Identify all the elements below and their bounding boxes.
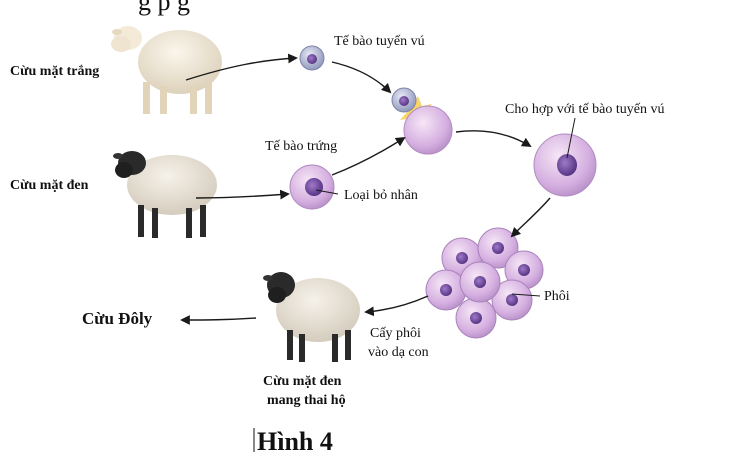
white-faced-sheep: [111, 26, 222, 114]
implant-label-line1: Cấy phôi: [370, 326, 421, 341]
enucleate-label: Loại bỏ nhân: [344, 188, 418, 203]
arrow-fused-to-embryo: [510, 197, 551, 238]
fused-cell: [533, 133, 597, 197]
mammary-cell-label: Tế bào tuyến vú: [334, 34, 425, 49]
arrow-embryo-to-surrogate: [364, 295, 429, 317]
enucleate-pointer: [315, 189, 339, 195]
surrogate-label-line1: Cừu mặt đen: [263, 374, 342, 389]
arrow-fusion-to-fused: [455, 130, 532, 148]
mammary-cell: [299, 45, 325, 71]
header-fragment: g p g: [138, 0, 190, 16]
white-sheep-label: Cừu mặt trắng: [10, 64, 99, 79]
figure-caption: Hình 4: [257, 427, 333, 456]
arrow-surrogate-to-dolly: [180, 315, 257, 325]
embryo-pointer: [511, 293, 541, 297]
dolly-label: Cừu Đôly: [82, 309, 153, 328]
arrows: [180, 53, 551, 325]
arrow-egg-to-fusion: [331, 136, 406, 176]
fusion-cells: [391, 87, 453, 155]
egg-cell: [289, 164, 335, 210]
egg-cell-label: Tế bào trứng: [265, 139, 337, 154]
black-sheep-label: Cừu mặt đen: [10, 178, 89, 193]
black-faced-sheep: [113, 151, 217, 238]
implant-label-line2: vào dạ con: [368, 345, 429, 360]
arrow-white-sheep-to-mammary: [185, 53, 298, 81]
arrow-mammary-to-fusion: [331, 61, 392, 94]
surrogate-label-line2: mang thai hộ: [267, 393, 346, 408]
surrogate-sheep: [263, 272, 360, 362]
arrow-black-sheep-to-egg: [195, 189, 290, 200]
fusion-pointer: [566, 117, 576, 159]
fusion-label: Cho hợp với tế bào tuyến vú: [505, 102, 664, 117]
embryo-cluster: [425, 227, 544, 339]
embryo-label: Phôi: [544, 289, 570, 304]
